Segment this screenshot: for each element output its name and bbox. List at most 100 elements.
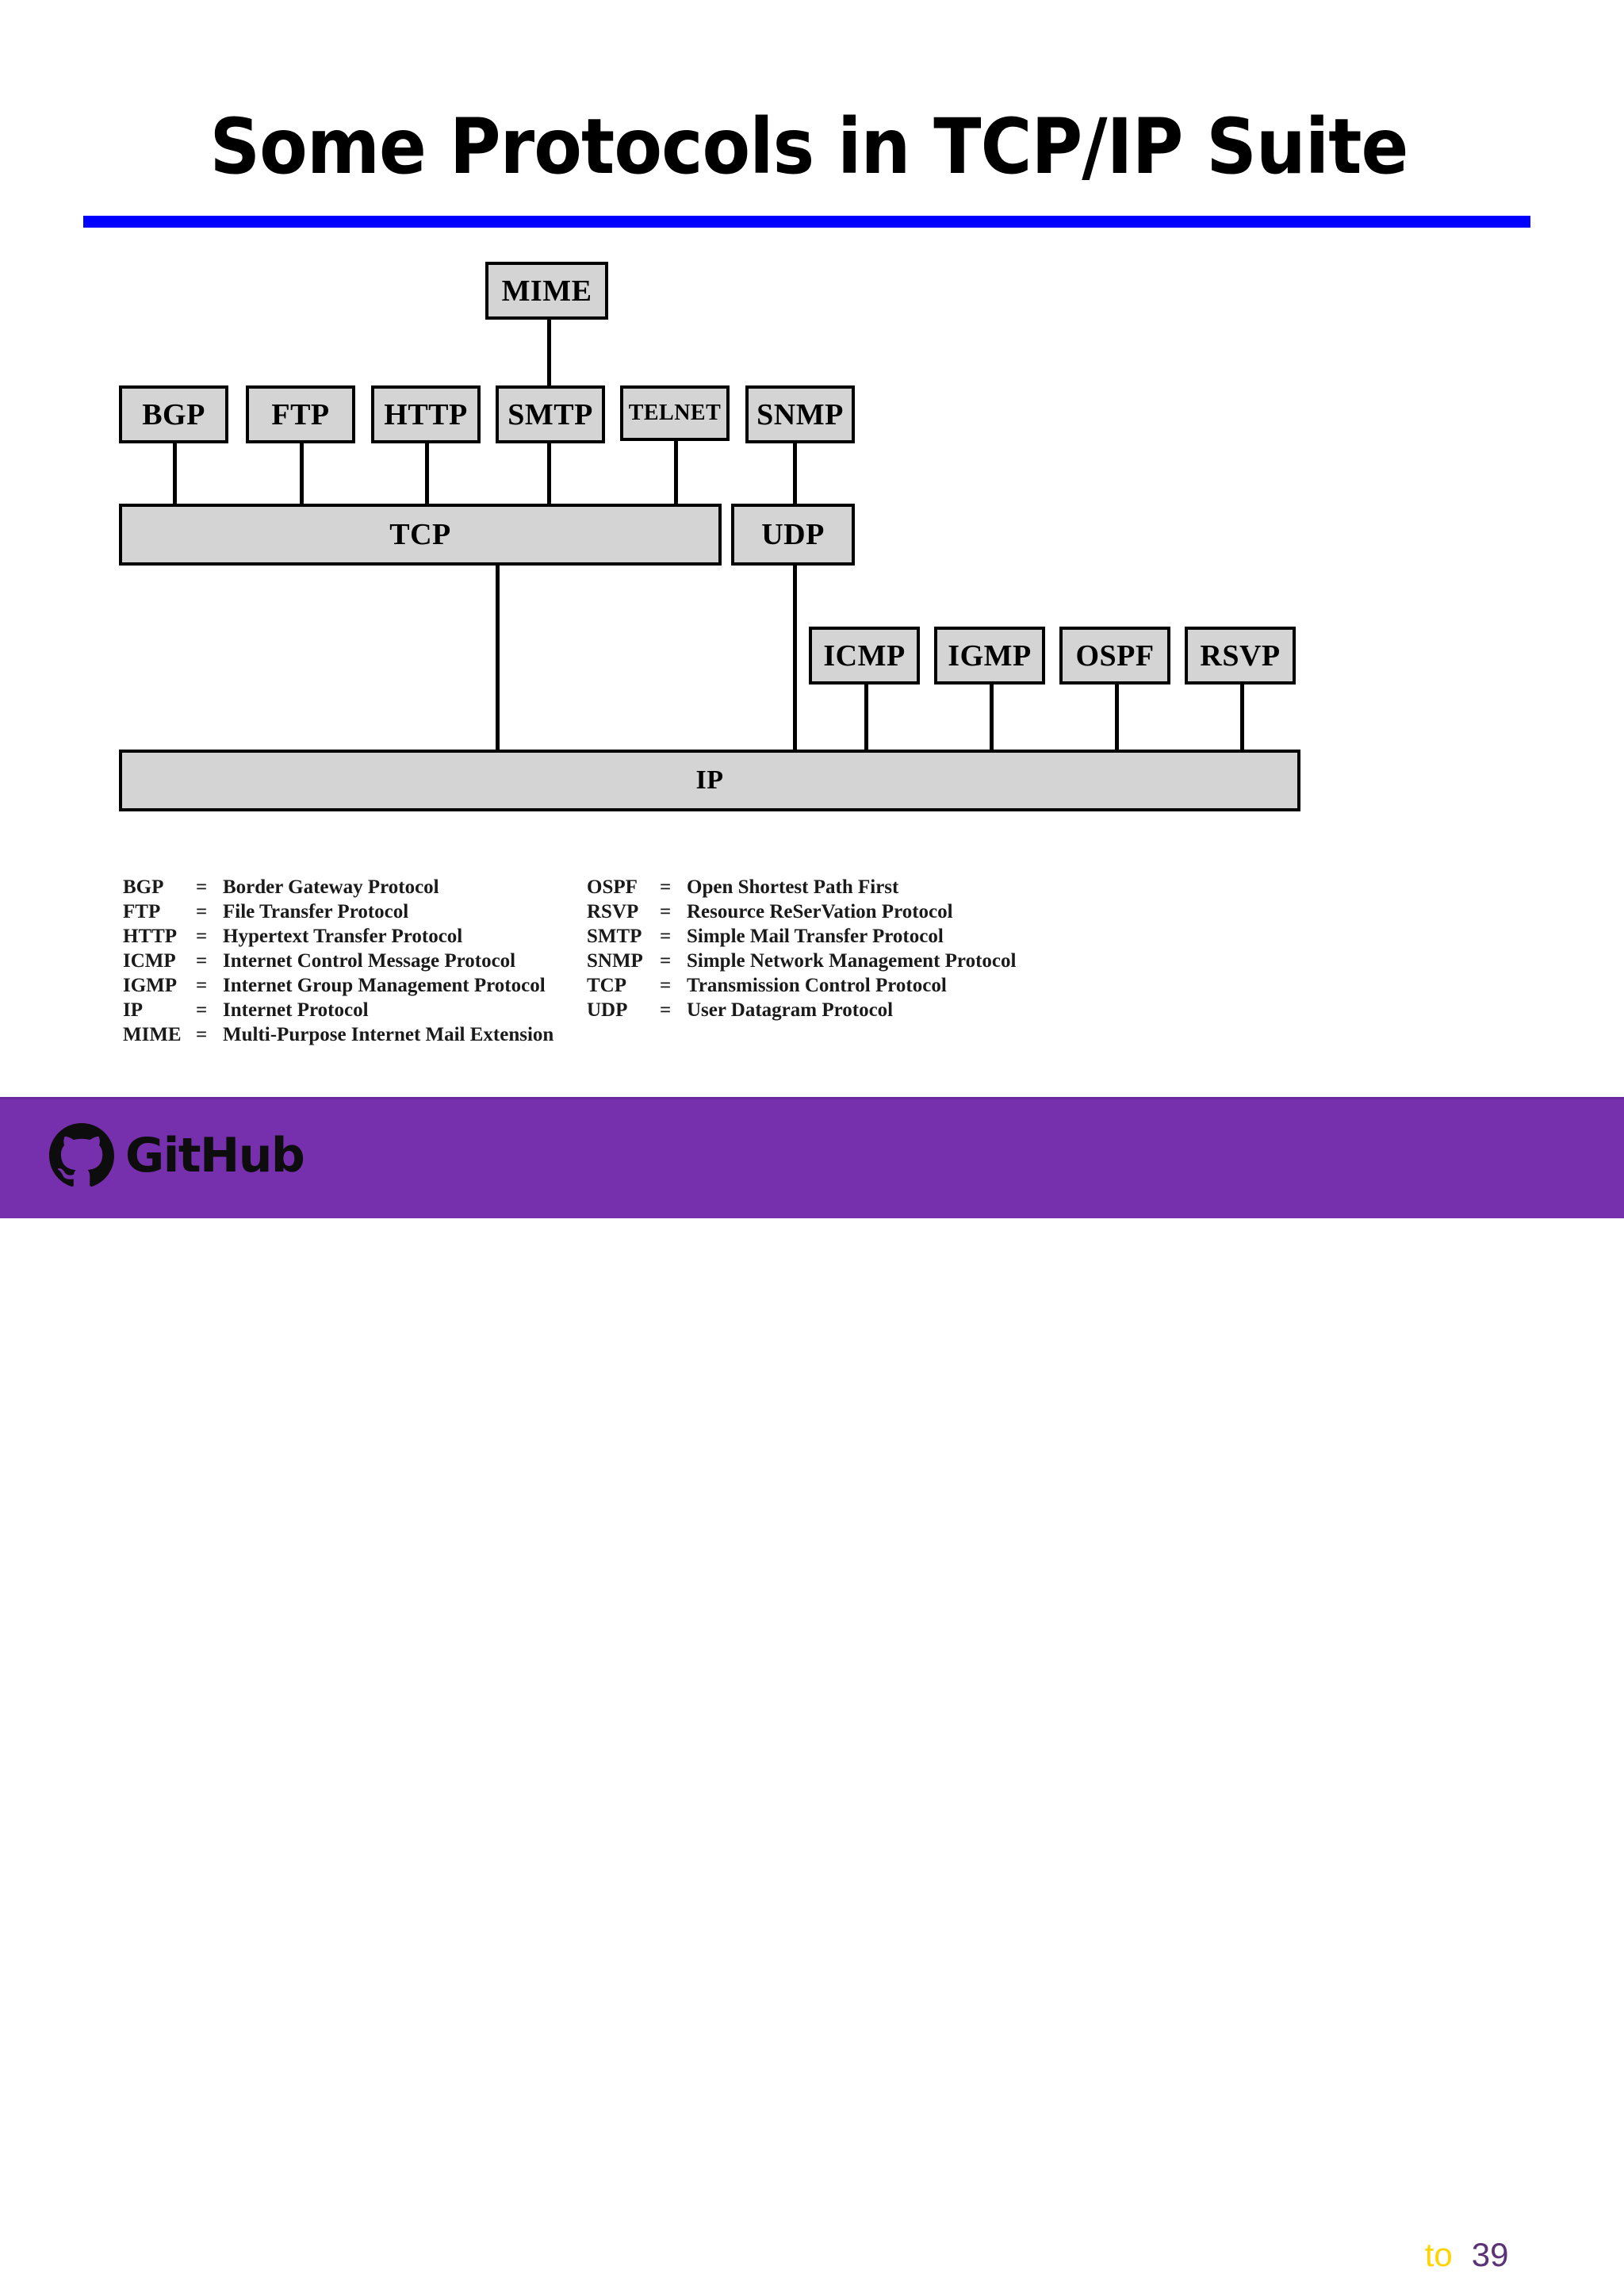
- node-label: ICMP: [823, 638, 906, 673]
- node-ftp: FTP: [246, 385, 355, 443]
- legend-row: RSVP = Resource ReSerVation Protocol: [587, 901, 1016, 926]
- legend-row: SNMP = Simple Network Management Protocol: [587, 950, 1016, 975]
- connector-mime-smtp: [547, 320, 551, 387]
- legend-equals: =: [660, 876, 672, 898]
- legend-abbreviation: BGP: [123, 876, 164, 898]
- node-udp: UDP: [731, 504, 855, 566]
- page-separator: to: [1424, 2236, 1453, 2273]
- node-label: FTP: [271, 397, 330, 431]
- legend-equals: =: [196, 876, 208, 898]
- legend-row: TCP = Transmission Control Protocol: [587, 975, 1016, 999]
- node-telnet: TELNET: [620, 385, 730, 441]
- legend-abbreviation: SMTP: [587, 926, 642, 947]
- slide-canvas: Some Protocols in TCP/IP Suite MIME BGP FT…: [0, 102, 1624, 2273]
- legend-equals: =: [660, 975, 672, 996]
- page-total: 39: [1471, 2236, 1509, 2273]
- node-ip: IP: [119, 750, 1300, 811]
- legend-equals: =: [660, 901, 672, 922]
- legend-abbreviation: RSVP: [587, 901, 639, 922]
- connector-telnet-tcp: [674, 441, 678, 505]
- connector-icmp-ip: [864, 685, 868, 751]
- node-smtp: SMTP: [496, 385, 605, 443]
- legend-abbreviation: TCP: [587, 975, 626, 996]
- legend-equals: =: [660, 950, 672, 972]
- legend-abbreviation: ICMP: [123, 950, 176, 972]
- legend-equals: =: [196, 926, 208, 947]
- node-ospf: OSPF: [1059, 627, 1170, 685]
- legend-expansion: User Datagram Protocol: [687, 999, 894, 1021]
- title-underline-rule: [83, 216, 1530, 228]
- node-igmp: IGMP: [934, 627, 1045, 685]
- legend-row: IP = Internet Protocol: [123, 999, 553, 1024]
- footer-url-link[interactable]: https://github.com/syaifulahdan/: [320, 2238, 722, 2270]
- legend-equals: =: [196, 1024, 208, 1045]
- node-icmp: ICMP: [809, 627, 920, 685]
- legend-expansion: Transmission Control Protocol: [687, 975, 947, 996]
- node-label: BGP: [142, 397, 205, 431]
- legend-row: UDP = User Datagram Protocol: [587, 999, 1016, 1024]
- legend-expansion: File Transfer Protocol: [223, 901, 409, 922]
- connector-smtp-tcp: [547, 443, 551, 505]
- node-label: TCP: [389, 518, 451, 551]
- legend-expansion: Resource ReSerVation Protocol: [687, 901, 953, 922]
- page-title: Some Protocols in TCP/IP Suite: [209, 102, 1408, 191]
- github-octocat-icon: [49, 1123, 114, 1187]
- node-label: IGMP: [948, 638, 1032, 673]
- legend-expansion: Simple Mail Transfer Protocol: [687, 926, 944, 947]
- legend-abbreviation: HTTP: [123, 926, 178, 947]
- connector-igmp-ip: [990, 685, 994, 751]
- node-label: RSVP: [1200, 638, 1281, 673]
- legend-row: MIME=Multi-Purpose Internet Mail Extensi…: [123, 1024, 553, 1049]
- legend-expansion: Border Gateway Protocol: [223, 876, 439, 898]
- node-tcp: TCP: [119, 504, 722, 566]
- legend-expansion: Internet Control Message Protocol: [223, 950, 516, 972]
- connector-snmp-udp: [793, 443, 797, 505]
- node-label: SMTP: [508, 397, 593, 431]
- github-logo[interactable]: GitHub: [49, 1123, 305, 1188]
- legend-abbreviation: FTP: [123, 901, 161, 922]
- legend-equals: =: [196, 975, 208, 996]
- page-current: 39: [1380, 2236, 1417, 2273]
- legend-abbreviation: IP: [123, 999, 143, 1021]
- node-bgp: BGP: [119, 385, 228, 443]
- node-label: IP: [695, 765, 724, 795]
- legend-equals: =: [660, 999, 672, 1021]
- legend-row: ICMP = Internet Control Message Protocol: [123, 950, 553, 975]
- legend-abbreviation: UDP: [587, 999, 628, 1021]
- legend-expansion: Internet Protocol: [223, 999, 369, 1021]
- connector-ftp-tcp: [300, 443, 304, 505]
- legend-expansion: Simple Network Management Protocol: [687, 950, 1017, 972]
- connector-tcp-ip: [496, 566, 500, 751]
- footer-bar: GitHub https://github.com/syaifulahdan/ …: [0, 1097, 1624, 2273]
- connector-bgp-tcp: [173, 443, 177, 505]
- node-label: OSPF: [1075, 638, 1155, 673]
- legend-expansion: Open Shortest Path First: [687, 876, 899, 898]
- legend-expansion: Hypertext Transfer Protocol: [223, 926, 463, 947]
- node-snmp: SNMP: [745, 385, 855, 443]
- tcp-ip-protocol-stack-diagram: MIME BGP FTP HTTP SMTP TELNET SNMP TCP UDP ICMP IG…: [119, 262, 1300, 811]
- legend-abbreviation: IGMP: [123, 975, 178, 996]
- legend-abbreviation: OSPF: [587, 876, 638, 898]
- node-label: MIME: [501, 274, 592, 308]
- legend-equals: =: [196, 999, 208, 1021]
- legend-row: OSPF = Open Shortest Path First: [587, 876, 1016, 901]
- legend-row: SMTP=Simple Mail Transfer Protocol: [587, 926, 1016, 950]
- connector-udp-ip: [793, 566, 797, 751]
- connector-rsvp-ip: [1240, 685, 1244, 751]
- connector-http-tcp: [425, 443, 429, 505]
- legend-equals: =: [196, 950, 208, 972]
- footer-top-edge: [0, 1097, 1624, 1099]
- node-rsvp: RSVP: [1185, 627, 1296, 685]
- legend-equals: =: [196, 901, 208, 922]
- node-label: UDP: [761, 518, 825, 551]
- legend-row: FTP = File Transfer Protocol: [123, 901, 553, 926]
- legend-abbreviation: MIME: [123, 1024, 182, 1045]
- legend-row: HTTP = Hypertext Transfer Protocol: [123, 926, 553, 950]
- legend-abbreviation: SNMP: [587, 950, 643, 972]
- legend-expansion: Internet Group Management Protocol: [223, 975, 546, 996]
- node-label: HTTP: [384, 397, 468, 431]
- node-http: HTTP: [371, 385, 481, 443]
- legend-row: BGP = Border Gateway Protocol: [123, 876, 553, 901]
